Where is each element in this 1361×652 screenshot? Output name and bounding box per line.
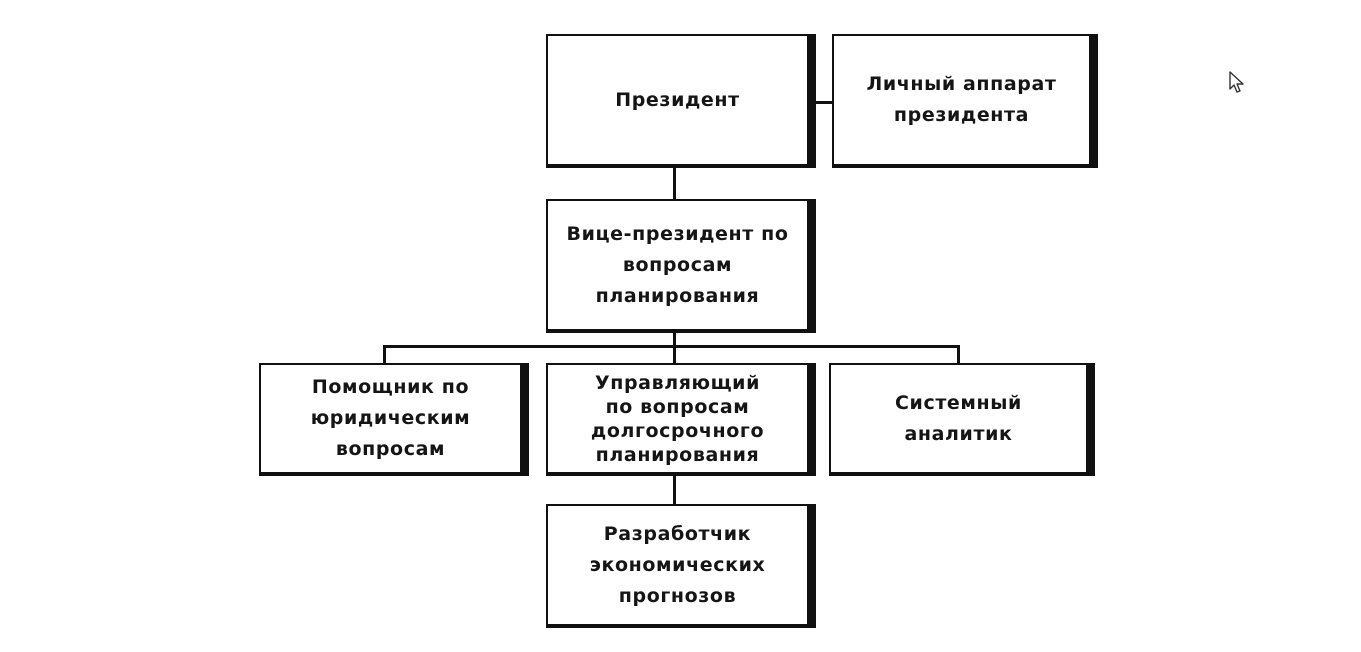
connector-bus-legal-assistant <box>383 345 386 365</box>
node-president: Президент <box>546 34 816 168</box>
node-economic-forecaster: Разработчик экономических прогнозов <box>546 504 816 628</box>
connector-president-vp <box>673 167 676 201</box>
connector-bus-system-analyst <box>957 345 960 365</box>
connector-vp-bus-vertical <box>673 331 676 365</box>
mouse-pointer-icon <box>1229 71 1244 93</box>
node-economic-forecaster-label: Разработчик экономических прогнозов <box>589 522 766 607</box>
node-long-term-manager-label: Управляющий по вопросам долгосрочного пл… <box>590 371 765 466</box>
connector-president-personal-staff <box>814 101 836 104</box>
node-legal-assistant: Помощник по юридическим вопросам <box>259 363 529 476</box>
node-system-analyst: Системный аналитик <box>829 363 1095 476</box>
connector-manager-forecaster <box>673 474 676 506</box>
node-vp-planning-label: Вице-президент по вопросам планирования <box>566 222 789 307</box>
node-personal-staff-label: Личный аппарат президента <box>866 73 1057 126</box>
node-vp-planning: Вице-президент по вопросам планирования <box>546 199 816 333</box>
node-legal-assistant-label: Помощник по юридическим вопросам <box>310 376 471 460</box>
node-long-term-manager: Управляющий по вопросам долгосрочного пл… <box>546 363 816 476</box>
node-president-label: Президент <box>615 88 740 111</box>
node-system-analyst-label: Системный аналитик <box>895 391 1022 445</box>
connector-horizontal-bus <box>383 345 960 348</box>
node-personal-staff: Личный аппарат президента <box>832 34 1098 168</box>
